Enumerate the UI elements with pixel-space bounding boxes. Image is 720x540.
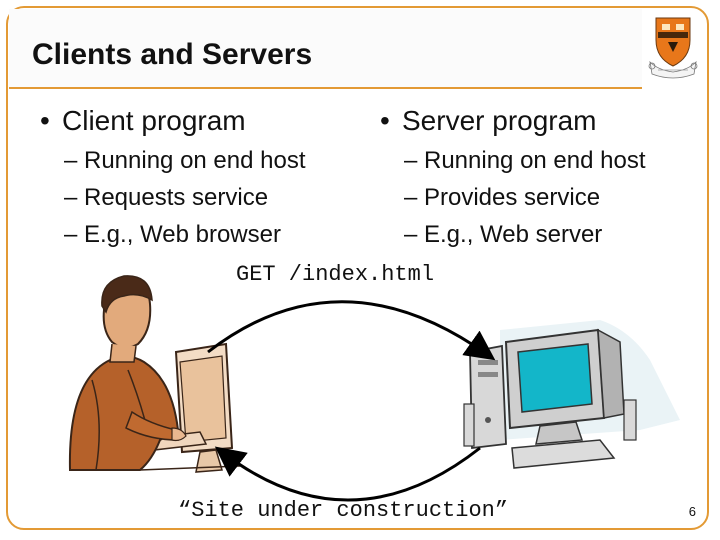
response-label: “Site under construction” [178, 498, 509, 523]
slide-title: Clients and Servers [32, 38, 313, 71]
response-arrow [214, 446, 481, 502]
request-arrow [207, 300, 496, 361]
server-point-text: Provides service [424, 184, 601, 211]
dash-icon: – [64, 184, 78, 211]
server-point-text: Running on end host [424, 147, 646, 174]
client-point: –E.g., Web browser [40, 216, 370, 253]
dash-icon: – [404, 147, 418, 174]
client-point-text: Running on end host [84, 147, 306, 174]
dash-icon: – [64, 147, 78, 174]
client-point: –Requests service [40, 179, 370, 216]
server-heading: • Server program [380, 100, 710, 142]
request-label: GET /index.html [236, 262, 435, 287]
server-column: •Server program –Running on end host –Pr… [380, 100, 710, 253]
slide-frame [6, 6, 709, 530]
bullet-icon: • [40, 105, 50, 136]
client-point-text: Requests service [84, 184, 269, 211]
dash-icon: – [404, 184, 418, 211]
client-heading: • Client program [40, 100, 370, 142]
dash-icon: – [64, 221, 78, 248]
client-point-text: E.g., Web browser [84, 221, 281, 248]
title-band [9, 9, 642, 89]
bullet-icon: • [380, 105, 390, 136]
server-point: –Provides service [380, 179, 710, 216]
page-number: 6 [688, 504, 696, 519]
client-column: •Client program –Running on end host –Re… [40, 100, 370, 253]
university-shield-logo [648, 17, 698, 79]
server-point: –Running on end host [380, 142, 710, 179]
server-point-text: E.g., Web server [424, 221, 603, 248]
server-computer-icon [463, 320, 680, 469]
person-at-computer-icon [68, 275, 241, 473]
dash-icon: – [404, 221, 418, 248]
client-point: –Running on end host [40, 142, 370, 179]
client-heading-text: Client program [62, 105, 246, 136]
server-point: –E.g., Web server [380, 216, 710, 253]
server-heading-text: Server program [402, 105, 597, 136]
